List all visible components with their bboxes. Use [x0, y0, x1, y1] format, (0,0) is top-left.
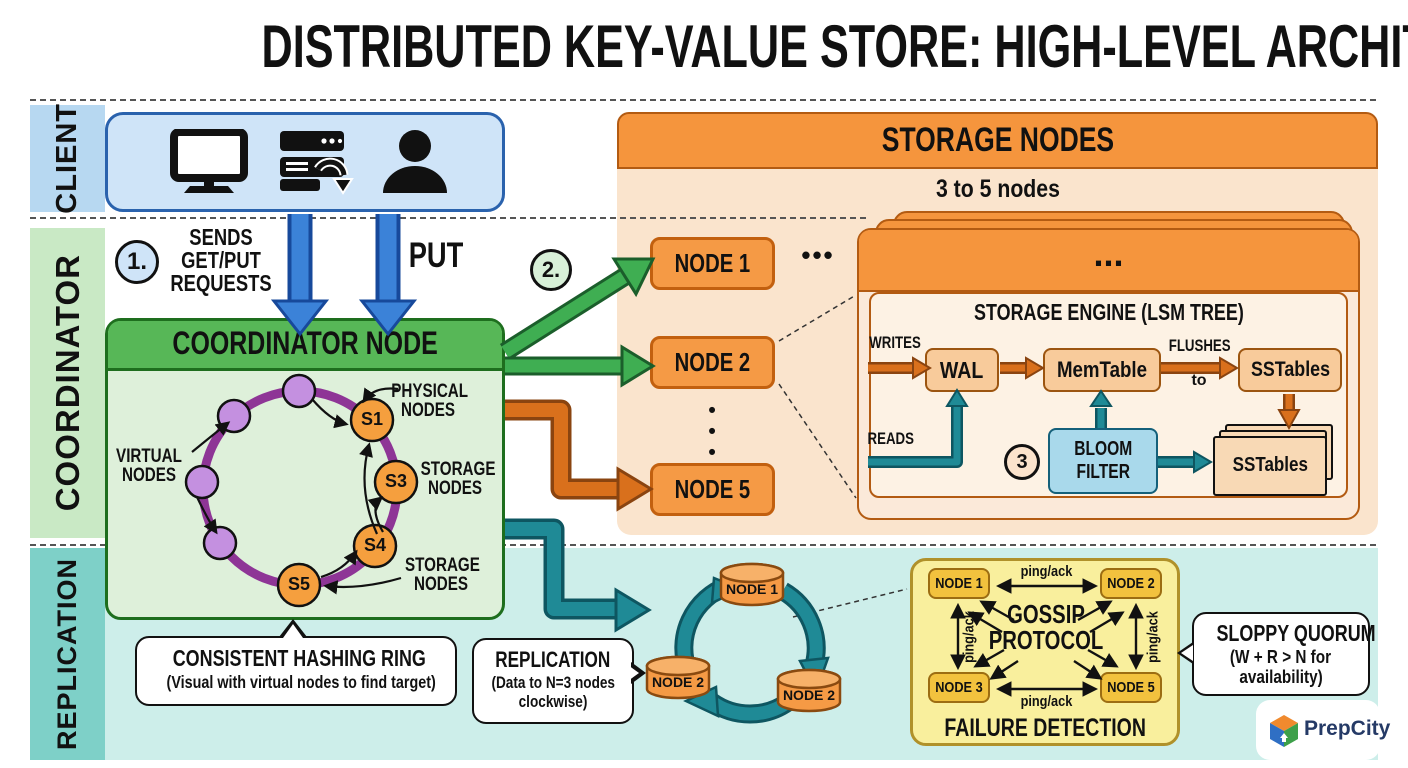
storage-nodes-right-label: STORAGE NODES — [420, 459, 496, 499]
memtable-box: MemTable — [1043, 348, 1161, 392]
step-2-badge: 2. — [530, 249, 572, 291]
storage-node-5: NODE 5 — [650, 463, 775, 516]
ping-ack-bottom: ping/ack — [1020, 693, 1072, 710]
ping-ack-top: ping/ack — [1020, 563, 1072, 580]
replication-callout-pointer-fill — [628, 665, 639, 681]
gossip-node-3: NODE 3 — [928, 672, 990, 703]
sstables-stack-page1 — [1213, 436, 1327, 496]
bloom-filter-box: BLOOM FILTER — [1048, 428, 1158, 494]
put-label: PUT — [408, 236, 464, 275]
ring-node-s4-label: S4 — [363, 535, 387, 555]
person-icon — [378, 127, 452, 202]
ping-ack-left: ping/ack — [960, 611, 978, 664]
nodes-ellipsis-vertical: • • • — [708, 399, 716, 464]
rail-coordinator: COORDINATOR — [30, 228, 105, 538]
sstables-box: SSTables — [1238, 348, 1342, 392]
step-3-badge: 3 — [1004, 444, 1040, 480]
cycle-node-1-label: NODE 1 — [725, 581, 779, 597]
server-sync-icon — [276, 127, 360, 202]
prepcity-logo-icon — [1268, 713, 1302, 754]
failure-detection-label: FAILURE DETECTION — [944, 714, 1146, 742]
nodes-ellipsis-horizontal: ••• — [801, 240, 835, 270]
hashing-ring-callout: CONSISTENT HASHING RING (Visual with vir… — [135, 636, 457, 706]
blue-put-arrows — [270, 214, 418, 337]
step-1-badge: 1. — [115, 240, 159, 284]
monitor-icon — [168, 128, 250, 200]
coordinator-box: COORDINATOR NODE — [105, 318, 505, 620]
card-ellipsis: ... — [859, 230, 1358, 292]
sloppy-quorum-callout: SLOPPY QUORUM (W + R > N for availabilit… — [1192, 612, 1376, 696]
gossip-title: GOSSIP PROTOCOL — [988, 599, 1104, 655]
quorum-callout-pointer-fill — [1181, 645, 1193, 661]
storage-nodes-bottom-label: STORAGE NODES — [405, 555, 480, 595]
physical-nodes-label: PHYSICAL NODES — [391, 381, 469, 421]
coordinator-title: COORDINATOR NODE — [108, 321, 502, 371]
client-box — [105, 112, 505, 212]
ring-node-s1-label: S1 — [360, 409, 384, 429]
sends-requests-label: SENDS GET/PUT REQUESTS — [170, 224, 272, 296]
rail-replication: REPLICATION — [30, 548, 105, 760]
storage-node-1: NODE 1 — [650, 237, 775, 290]
ping-ack-right: ping/ack — [1144, 611, 1162, 664]
brand-card: PrepCity — [1256, 700, 1390, 760]
storage-section-header: STORAGE NODES — [617, 112, 1378, 169]
ring-node-s5-label: S5 — [287, 574, 311, 594]
cycle-node-2r-label: NODE 2 — [782, 687, 836, 703]
flushes-label: FLUSHES — [1168, 336, 1231, 355]
sstables-stack-label: SSTables — [1232, 454, 1308, 476]
storage-subtitle: 3 to 5 nodes — [935, 175, 1060, 203]
page-title: DISTRIBUTED KEY-VALUE STORE: HIGH-LEVEL … — [261, 13, 1408, 80]
writes-label: WRITES — [869, 333, 921, 352]
replication-callout: REPLICATION (Data to N=3 nodes clockwise… — [472, 638, 634, 724]
ring-node-s3-label: S3 — [384, 471, 408, 491]
cycle-node-2l-label: NODE 2 — [651, 674, 705, 690]
brand-name: PrepCity — [1304, 717, 1391, 740]
reads-label: READS — [867, 429, 915, 448]
virtual-nodes-label: VIRTUAL NODES — [116, 446, 182, 486]
wal-box: WAL — [925, 348, 999, 392]
gossip-node-1: NODE 1 — [928, 568, 990, 599]
rail-client: CLIENT — [30, 103, 105, 214]
flushes-to-label: to — [1191, 372, 1207, 389]
storage-node-2: NODE 2 — [650, 336, 775, 389]
gossip-node-2: NODE 2 — [1100, 568, 1162, 599]
hashing-callout-pointer-fill — [283, 624, 303, 638]
gossip-node-5: NODE 5 — [1100, 672, 1162, 703]
engine-title: STORAGE ENGINE (LSM TREE) — [973, 299, 1244, 325]
